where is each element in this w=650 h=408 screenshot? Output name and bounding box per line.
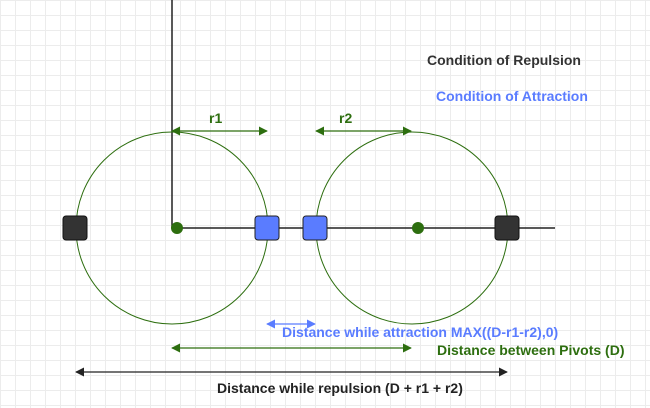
- left-attraction-square: [254, 215, 280, 241]
- attraction-distance-label: Distance while attraction MAX((D-r1-r2),…: [282, 324, 558, 340]
- r1-label: r1: [209, 110, 222, 126]
- left-repulsion-square: [62, 215, 88, 241]
- pivot-distance-label: Distance between Pivots (D): [437, 342, 625, 358]
- repulsion-distance-label: Distance while repulsion (D + r1 + r2): [217, 380, 463, 396]
- right-repulsion-square: [494, 215, 520, 241]
- right-attraction-square: [302, 215, 328, 241]
- right-pivot: [412, 222, 424, 234]
- legend-repulsion: Condition of Repulsion: [427, 52, 581, 68]
- left-pivot: [171, 222, 183, 234]
- legend-attraction: Condition of Attraction: [436, 88, 588, 104]
- r2-label: r2: [339, 110, 352, 126]
